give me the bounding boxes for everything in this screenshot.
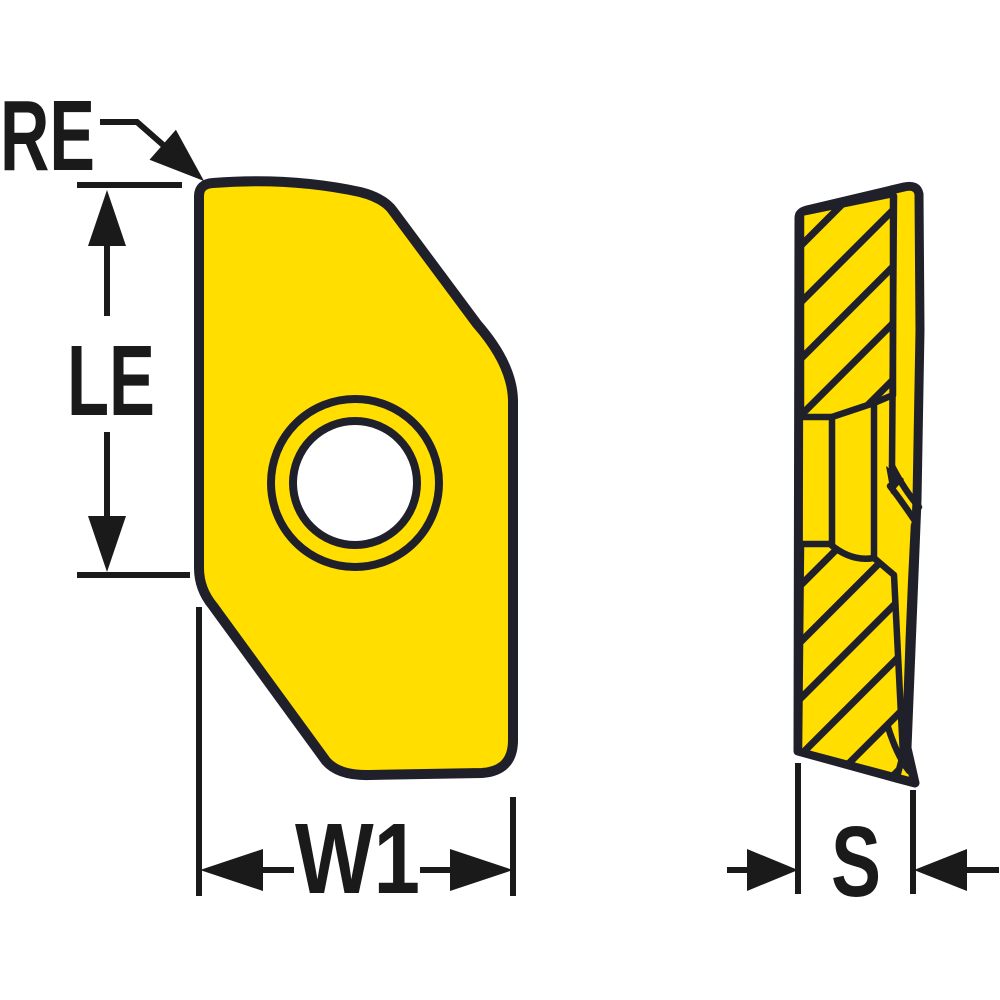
dimension-re: RE xyxy=(0,80,204,192)
side-nose-curve xyxy=(884,723,913,775)
re-arrowhead xyxy=(149,129,204,181)
le-arrow-up xyxy=(88,190,126,246)
s-arrow-right xyxy=(914,849,967,891)
screw-hole-countersink xyxy=(267,395,443,571)
w1-label: W1 xyxy=(295,803,420,915)
re-leader-line xyxy=(100,119,172,154)
s-arrow-left xyxy=(747,849,798,891)
screw-hole-bore xyxy=(289,417,421,549)
side-view xyxy=(793,181,925,788)
dimension-le: LE xyxy=(67,182,190,578)
le-arrow-down xyxy=(88,516,126,572)
w1-arrow-left xyxy=(200,849,263,891)
side-bottom-section-hatch xyxy=(795,540,907,781)
side-top-section-hatch xyxy=(797,190,897,421)
re-label: RE xyxy=(0,80,95,192)
front-view xyxy=(194,176,518,781)
le-label: LE xyxy=(67,325,155,437)
dimension-w1: W1 xyxy=(196,607,516,915)
dimension-s: S xyxy=(727,763,999,918)
side-lower-edge-line xyxy=(901,521,918,761)
side-waist-curve-lower xyxy=(886,482,919,525)
side-face-edge-line xyxy=(888,192,898,471)
s-label: S xyxy=(831,806,881,918)
w1-arrow-right xyxy=(450,849,513,891)
side-waist-curve-upper xyxy=(888,462,923,511)
